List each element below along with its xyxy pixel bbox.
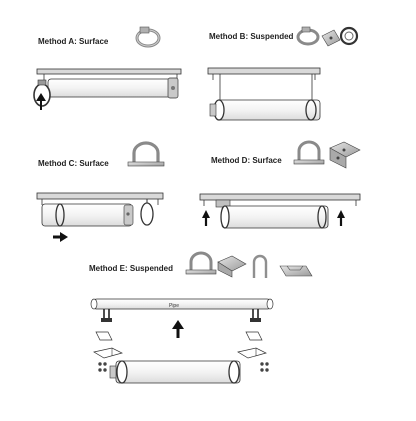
u-bolt-mounted-right [250, 309, 261, 322]
channel-bracket-icon [279, 265, 313, 277]
angle-plate-icon [329, 141, 361, 169]
ceiling-slab-a [36, 68, 182, 75]
arrow-icon [36, 93, 46, 110]
angle-plate-right [237, 347, 267, 359]
u-bracket-icon [127, 141, 165, 167]
angle-plate-left [93, 347, 123, 359]
bolt-hardware-right [260, 362, 269, 372]
method-a-label: Method A: Surface [38, 37, 109, 46]
light-tube-e [109, 360, 241, 384]
arrow-icon [202, 210, 210, 226]
light-tube-a [47, 77, 179, 99]
angle-plate-icon [321, 29, 341, 47]
method-b-label: Method B: Suspended [209, 32, 294, 41]
method-c-label: Method C: Surface [38, 159, 109, 168]
method-a-section [33, 26, 182, 110]
ceiling-slab-d [199, 193, 361, 201]
light-tube-c [41, 203, 134, 227]
method-e-label: Method E: Suspended [89, 264, 173, 273]
channel-bracket-right [245, 331, 263, 341]
method-d-label: Method D: Surface [211, 156, 282, 165]
method-b-section [207, 26, 359, 121]
arrow-icon [53, 232, 68, 242]
u-bracket-icon [293, 140, 325, 165]
pipe: Pipe [90, 298, 274, 310]
pipe-label: Pipe [169, 303, 179, 309]
hose-clamp-icon [135, 26, 161, 48]
wire-loop-icon [339, 26, 359, 46]
light-tube-d [220, 205, 329, 229]
arrow-icon [172, 320, 184, 338]
bolt-hardware-left [98, 362, 107, 372]
ceiling-slab-c [36, 192, 164, 200]
u-bolt-mounted-left [101, 309, 112, 322]
channel-bracket-left [95, 331, 113, 341]
method-d-section [199, 140, 361, 229]
method-c-section [36, 141, 165, 242]
method-e-section: Pipe [90, 251, 313, 384]
arrow-icon [337, 210, 345, 226]
u-bolt-icon [252, 254, 268, 278]
u-bracket-icon [185, 251, 217, 275]
light-tube-b [209, 99, 321, 121]
angle-plate-icon [217, 255, 247, 278]
ceiling-slab-b [207, 67, 321, 75]
hose-clamp-icon [296, 26, 320, 46]
u-bracket-mounted-c [140, 199, 154, 226]
